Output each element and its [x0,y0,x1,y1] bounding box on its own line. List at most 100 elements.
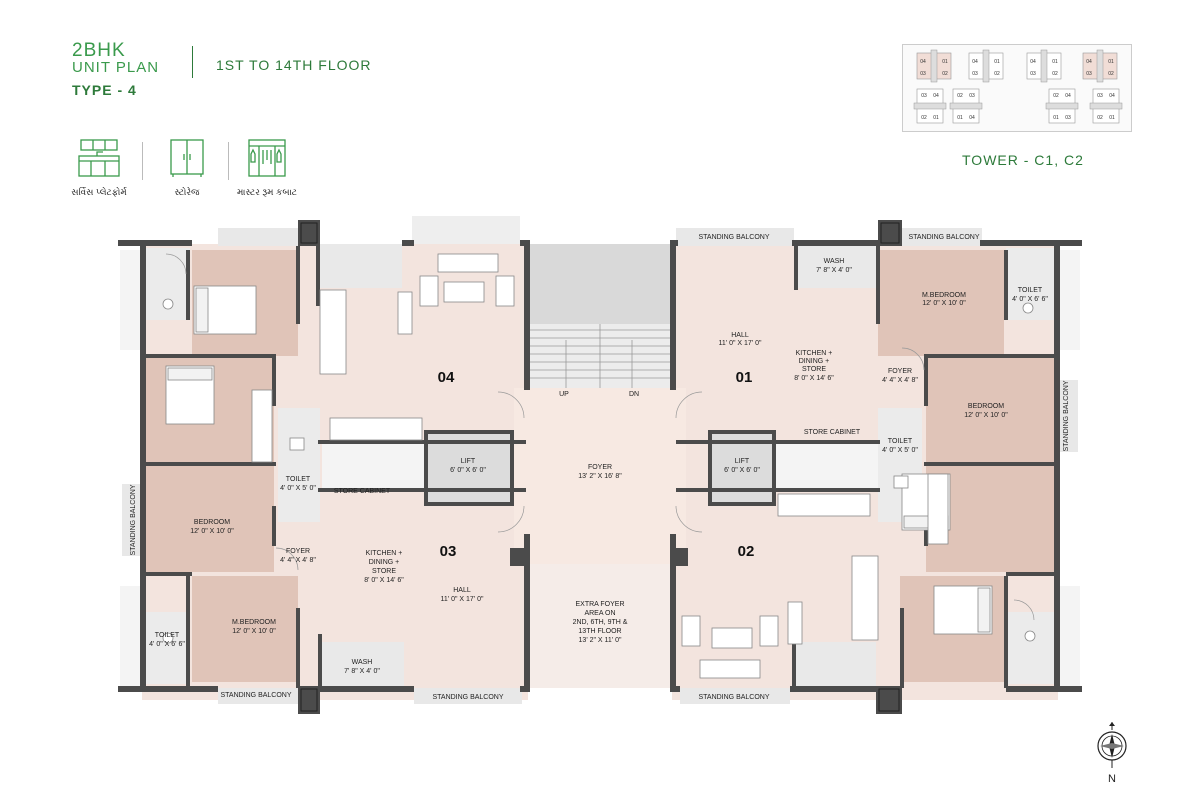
kitchen-label: KITCHEN + [366,550,403,557]
floor-range: 1ST TO 14TH FLOOR [216,57,372,73]
keyplan-unit-number: 04 [972,59,978,65]
keyplan-unit-number: 01 [1052,59,1058,65]
hall-label: HALL [453,587,471,594]
foyer-dim: 13' 2" X 16' 8" [578,473,622,480]
keyplan-tower: 03 04 02 01 [1089,88,1123,124]
feature-storage: સ્ટોરેજ [152,138,222,198]
keyplan-unit-number: 03 [1065,115,1071,121]
north-compass-icon: N [1097,722,1127,785]
extra-foyer-label: EXTRA FOYER [575,601,624,608]
stair-down-label: DN [629,391,639,398]
keyplan-unit-number: 04 [969,115,975,121]
keyplan-unit-number: 03 [920,71,926,77]
compass-north-label: N [1108,773,1116,785]
keyplan-unit-number: 02 [957,93,963,99]
balcony-label: STANDING BALCONY [220,692,291,699]
mbedroom-label: M.BEDROOM [232,619,276,626]
bedroom-dim: 12' 0" X 10' 0" [964,412,1008,419]
feature-label: સ્ટોરેજ [174,187,200,197]
toilet-label: TOILET [155,632,180,639]
keyplan-unit-number: 04 [1109,93,1115,99]
kitchen-label: KITCHEN + [796,350,833,357]
kitchen-label: DINING + [799,358,830,365]
bedroom-label: BEDROOM [968,403,1004,410]
lift-dim: 6' 0" X 6' 0" [450,467,486,474]
keyplan-unit-number: 01 [1108,59,1114,65]
extra-foyer-label: AREA ON [584,610,615,617]
keyplan-unit-number: 01 [957,115,963,121]
door-swings [165,253,1035,621]
toilet-dim: 4' 0" X 6' 6" [149,641,185,648]
foyer-dim: 4' 4" X 4' 8" [280,557,316,564]
kitchen-label: STORE [372,568,396,575]
unit-number-02: 02 [738,543,755,560]
columns-outline [300,222,900,712]
mbedroom-label: M.BEDROOM [922,292,966,299]
balcony-label: STANDING BALCONY [432,694,503,701]
kitchen-platform-icon [78,139,120,177]
keyplan-unit-number: 02 [1052,71,1058,77]
feature-wardrobe: માસ્ટર રૂમ કબાટ [232,138,302,198]
balcony-label: STANDING BALCONY [130,484,137,555]
keyplan-unit-number: 04 [1065,93,1071,99]
lift-label: LIFT [735,458,750,465]
extra-foyer-label: 13TH FLOOR [578,628,621,635]
header-divider [192,46,193,78]
toilet-dim: 4' 0" X 5' 0" [280,485,316,492]
balcony-label: STANDING BALCONY [1063,380,1070,451]
feature-service-platform: સર્વિસ પ્લેટફોર્મ [64,138,134,198]
storage-cabinet-icon [170,139,204,177]
feature-label: માસ્ટર રૂમ કબાટ [236,187,298,197]
kitchen-label: STORE [802,366,826,373]
master-room-wardrobe-icon [248,139,286,177]
keyplan-unit-number: 03 [921,93,927,99]
key-plan: 04 01 03 02 04 01 03 02 04 01 03 02 04 01 03 02 03 04 02 01… [902,44,1132,132]
foyer-label: FOYER [888,368,912,375]
keyplan-unit-number: 02 [994,71,1000,77]
plan-subtitle: UNIT PLAN [72,59,160,76]
plan-type: TYPE - 4 [72,82,137,98]
keyplan-unit-number: 02 [1097,115,1103,121]
keyplan-unit-number: 01 [1109,115,1115,121]
stair-up-label: UP [559,391,569,398]
keyplan-unit-number: 01 [1053,115,1059,121]
feature-label: સર્વિસ પ્લેટફોર્મ [71,187,127,197]
toilet-label: TOILET [286,476,311,483]
store-cabinet-label: STORE CABINET [804,429,861,436]
hall-dim: 11' 0" X 17' 0" [719,340,762,347]
balcony-label: STANDING BALCONY [698,234,769,241]
keyplan-unit-number: 04 [933,93,939,99]
wash-dim: 7' 8" X 4' 0" [344,668,380,675]
keyplan-unit-number: 03 [972,71,978,77]
keyplan-unit-number: 03 [1086,71,1092,77]
balcony-label: STANDING BALCONY [698,694,769,701]
unit-number-01: 01 [736,369,753,386]
keyplan-unit-number: 02 [942,71,948,77]
walls [118,220,1082,714]
feature-divider [228,142,229,180]
wash-label: WASH [352,659,373,666]
lift-label: LIFT [461,458,476,465]
toilet-label: TOILET [1018,287,1043,294]
feature-divider [142,142,143,180]
hall-label: HALL [731,332,749,339]
bedroom-label: BEDROOM [194,519,230,526]
wash-dim: 7' 8" X 4' 0" [816,267,852,274]
furniture [162,253,1036,679]
unit-number-04: 04 [438,369,455,386]
toilet-label: TOILET [888,438,913,445]
keyplan-unit-number: 03 [1097,93,1103,99]
keyplan-unit-number: 01 [942,59,948,65]
store-cabinet-label: STORE CABINET [334,488,391,495]
kitchen-dim: 8' 0" X 14' 6" [794,375,834,382]
keyplan-unit-number: 04 [1086,59,1092,65]
keyplan-unit-number: 03 [1030,71,1036,77]
unit-number-03: 03 [440,543,457,560]
toilet-dim: 4' 0" X 6' 6" [1012,296,1048,303]
